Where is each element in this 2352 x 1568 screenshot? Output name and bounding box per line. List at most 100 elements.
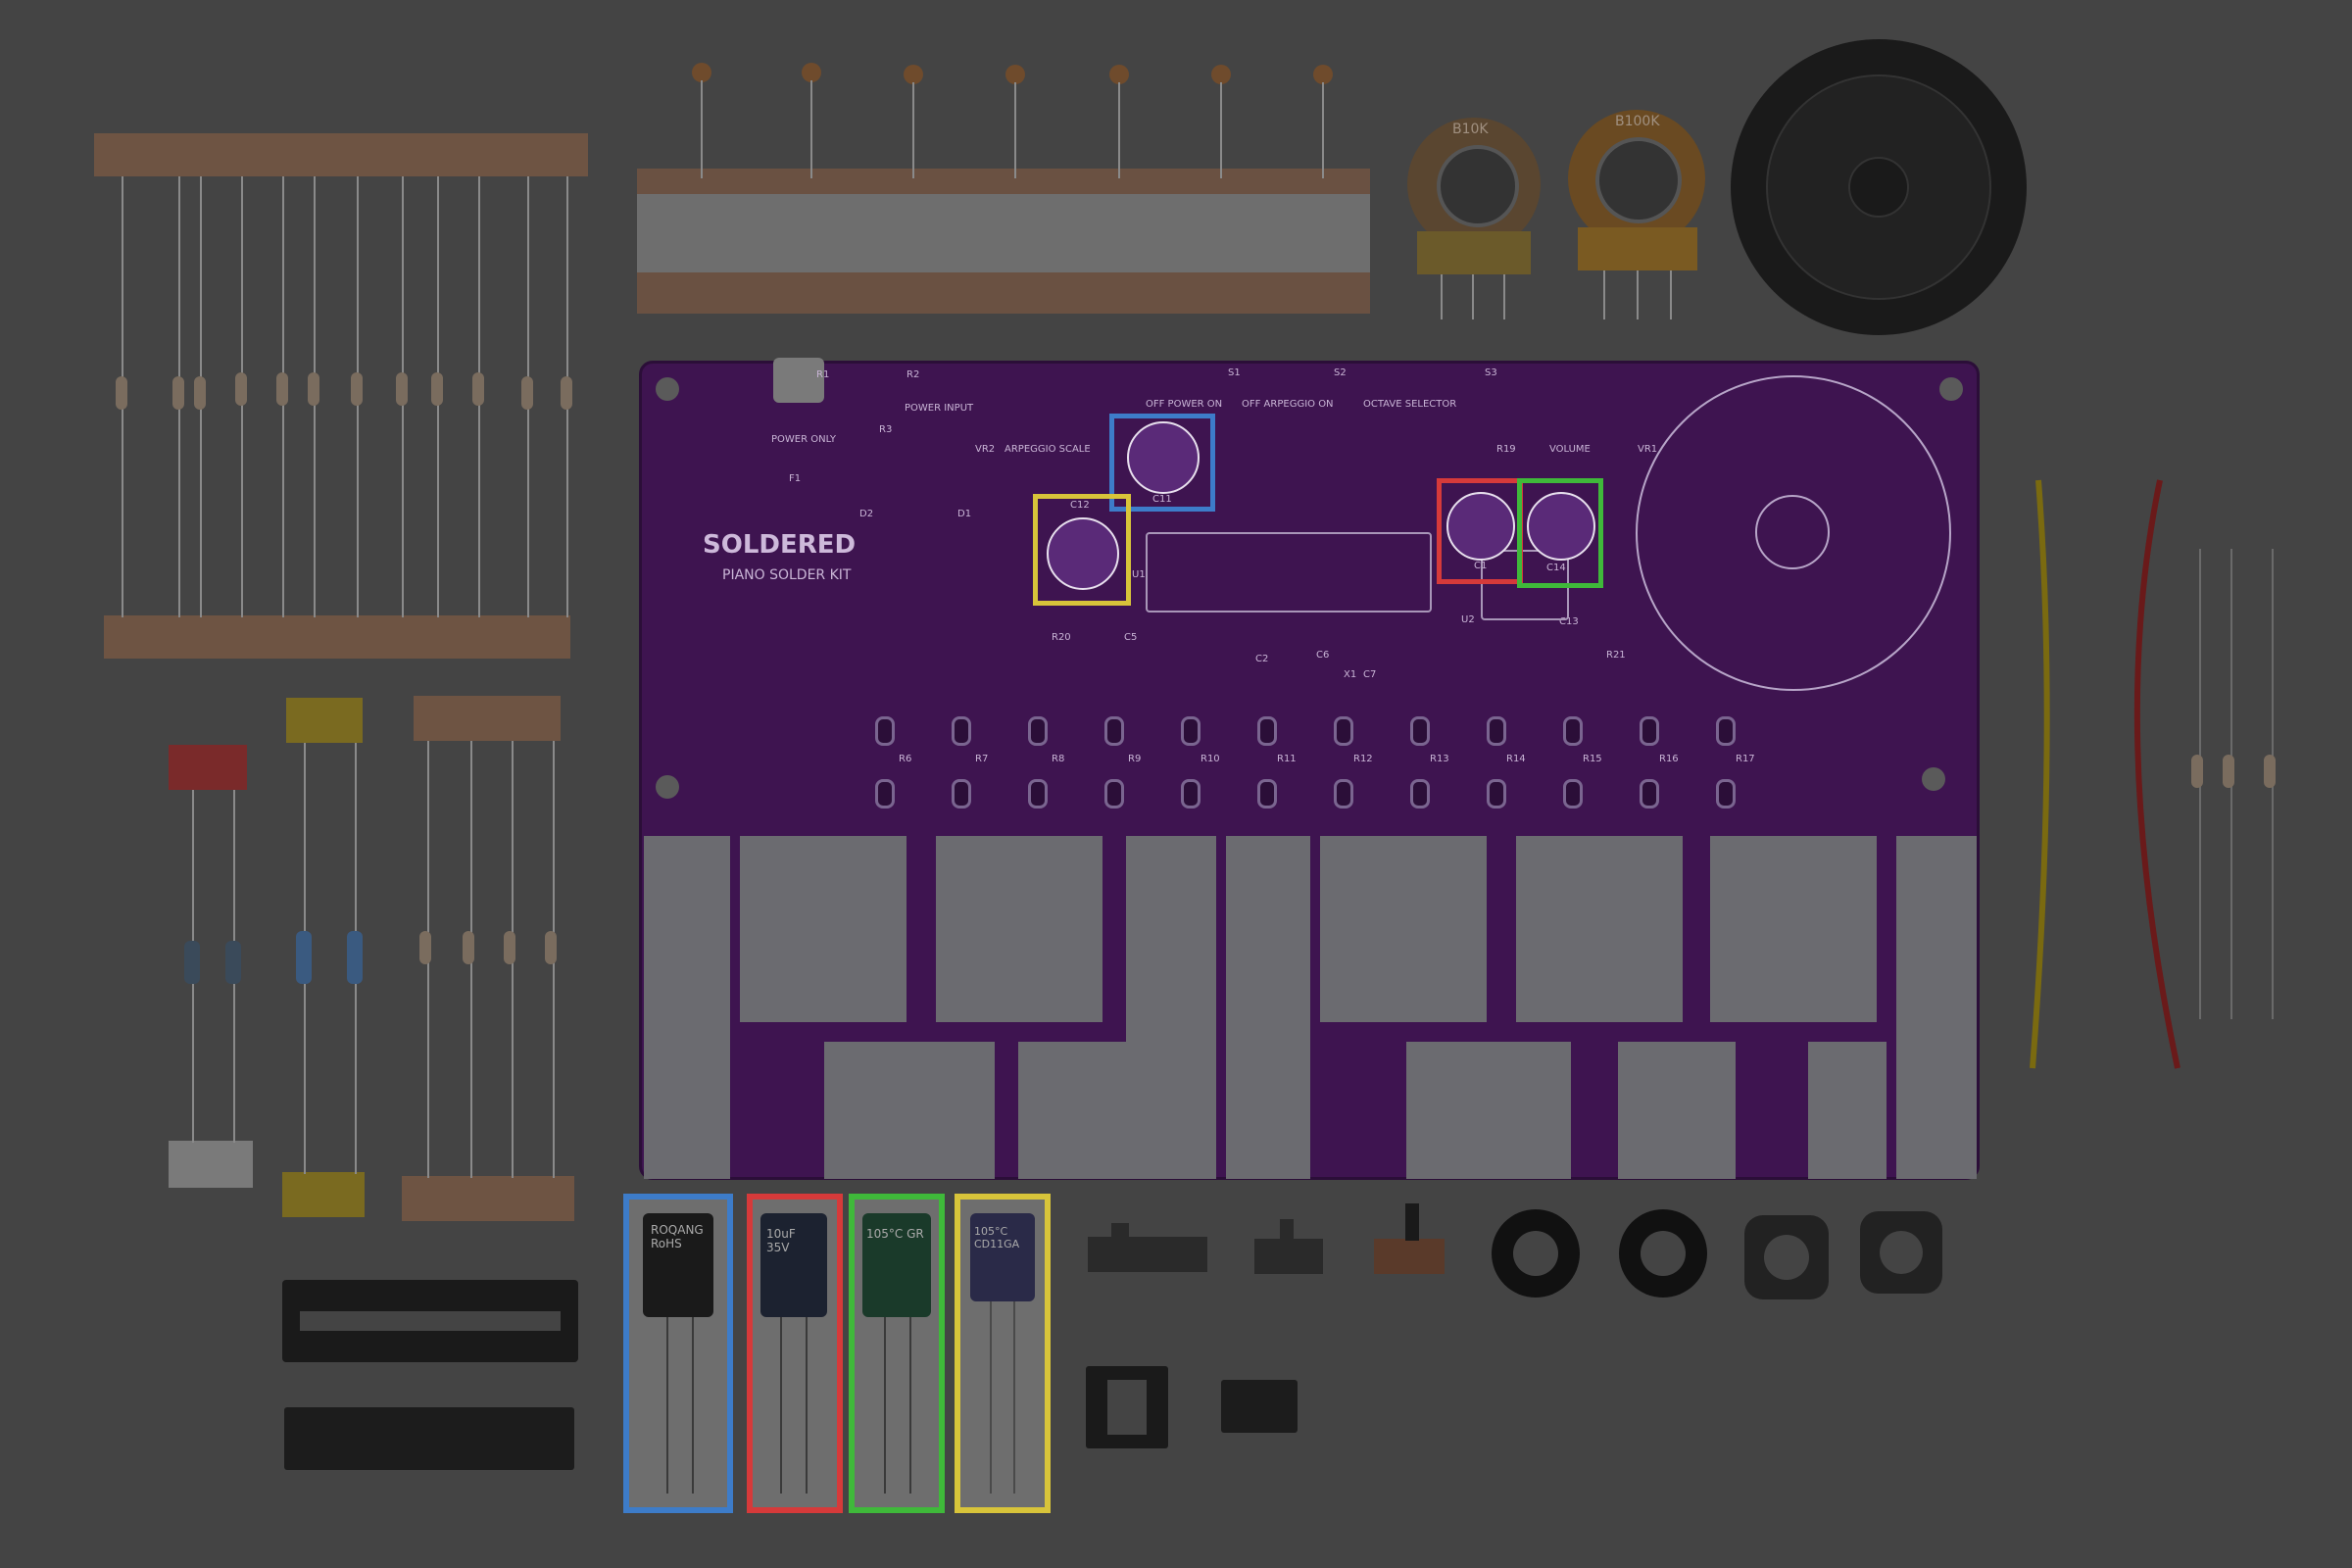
label-off-power-on: OFF POWER ON (1146, 399, 1223, 410)
ceramic-capacitor (1211, 65, 1231, 84)
speaker-center (1848, 157, 1909, 218)
c14-footprint (1527, 492, 1595, 561)
piano-key (1320, 836, 1487, 1022)
resistor (296, 931, 312, 984)
label-c13: C13 (1559, 616, 1579, 627)
ic-socket-8pin-window (1107, 1380, 1147, 1435)
label-s3: S3 (1485, 368, 1497, 378)
product-name: PIANO SOLDER KIT (722, 567, 852, 583)
speaker-footprint (1636, 375, 1951, 691)
resistor (116, 376, 127, 410)
resistor (431, 372, 443, 406)
label-r21: R21 (1606, 650, 1626, 661)
piano-key (824, 1042, 995, 1179)
ic-socket-window (300, 1311, 561, 1331)
label-r1: R1 (816, 369, 830, 380)
usb-c-port (773, 358, 824, 403)
ceramic-capacitor (1005, 65, 1025, 84)
label-r8: R8 (1052, 754, 1065, 764)
resistor (194, 376, 206, 410)
nut-hole (1880, 1231, 1923, 1274)
resistor (504, 931, 515, 964)
ceramic-capacitor (1313, 65, 1333, 84)
yellow-wire (2030, 479, 2050, 1069)
piano-pcb: SOLDERED PIANO SOLDER KIT POWER INPUT PO… (639, 358, 1980, 1180)
brand-logo: SOLDERED (703, 530, 857, 560)
label-c12: C12 (1070, 500, 1090, 511)
resistor (521, 376, 533, 410)
label-u2: U2 (1461, 614, 1475, 625)
label-c7: C7 (1363, 669, 1377, 680)
slide-switch-orange (1374, 1239, 1445, 1274)
piano-key (936, 836, 1102, 1022)
label-r6: R6 (899, 754, 912, 764)
label-x1: X1 (1344, 669, 1357, 680)
piano-key (1710, 836, 1877, 1022)
mounting-hole (1939, 377, 1963, 401)
label-s1: S1 (1228, 368, 1241, 378)
cap3-label: 105°C GR (866, 1227, 924, 1241)
washer-hole (1641, 1231, 1686, 1276)
piano-key (1618, 1042, 1736, 1179)
resistor-tape-top (94, 133, 588, 176)
label-c6: C6 (1316, 650, 1330, 661)
label-r19: R19 (1496, 444, 1516, 455)
highlight-c12 (1033, 494, 1131, 606)
brown-tape-top (414, 696, 561, 741)
label-volume: VOLUME (1549, 444, 1591, 455)
speaker-footprint-center (1755, 495, 1830, 569)
pot-right-label: B100K (1615, 114, 1660, 129)
mounting-hole (1922, 767, 1945, 791)
ceramic-capacitor (1109, 65, 1129, 84)
mounting-hole (656, 377, 679, 401)
resistor (419, 931, 431, 964)
piano-key (1808, 1042, 1886, 1179)
white-tape (169, 1141, 253, 1188)
resistor (2264, 755, 2276, 788)
label-r15: R15 (1583, 754, 1602, 764)
label-power-only: POWER ONLY (771, 434, 836, 445)
red-tape (169, 745, 247, 790)
resistor (276, 372, 288, 406)
diode (225, 941, 241, 984)
potentiometer-knob (1437, 145, 1519, 227)
resistor (463, 931, 474, 964)
cap2-label: 10uF 35V (766, 1227, 796, 1254)
label-r12: R12 (1353, 754, 1373, 764)
cap4-label: 105°C CD11GA (974, 1225, 1020, 1250)
electrolytic-capacitor (970, 1213, 1035, 1301)
electrolytic-capacitor (643, 1213, 713, 1317)
diode (184, 941, 200, 984)
resistor (172, 376, 184, 410)
label-c11: C11 (1152, 494, 1172, 505)
label-c1: C1 (1474, 561, 1488, 571)
label-r2: R2 (906, 369, 920, 380)
label-vr1: VR1 (1638, 444, 1658, 455)
ceramic-capacitor (904, 65, 923, 84)
resistor (308, 372, 319, 406)
resistor (472, 372, 484, 406)
resistor (545, 931, 557, 964)
label-c14: C14 (1546, 563, 1566, 573)
label-c2: C2 (1255, 654, 1269, 664)
resistor (2223, 755, 2234, 788)
slide-switch-knob (1111, 1223, 1129, 1239)
u1-ic-footprint (1146, 532, 1432, 612)
c1-footprint (1446, 492, 1515, 561)
label-r7: R7 (975, 754, 989, 764)
potentiometer-knob (1595, 137, 1682, 223)
potentiometer-base (1417, 231, 1531, 274)
nut-hole (1764, 1235, 1809, 1280)
label-off-arpeggio-on: OFF ARPEGGIO ON (1242, 399, 1334, 410)
label-vr2: VR2 (975, 444, 996, 455)
highlight-c14 (1517, 478, 1603, 588)
wires (2030, 479, 2180, 1069)
yellow-tape-top (286, 698, 363, 743)
piano-key (644, 836, 730, 1179)
brown-tape-bottom (402, 1176, 574, 1221)
cap1-label: ROQANG RoHS (651, 1223, 704, 1250)
ceramic-capacitor (692, 63, 711, 82)
slide-switch-knob (1280, 1219, 1294, 1241)
audio-amplifier-chip (1221, 1380, 1298, 1433)
